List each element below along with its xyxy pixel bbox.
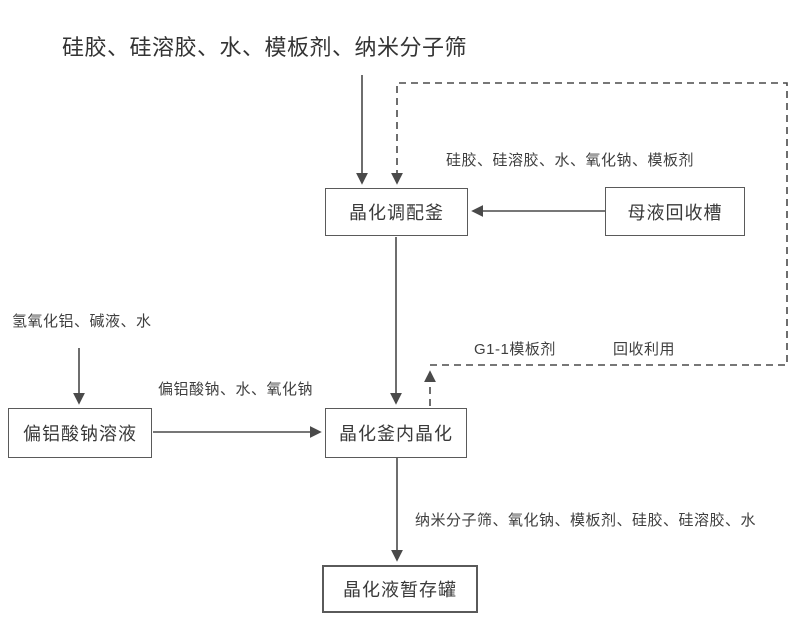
label-template-agent: G1-1模板剂 xyxy=(474,341,556,358)
node-blending-kettle: 晶化调配釜 xyxy=(325,188,468,236)
label-aluminate-stream: 偏铝酸钠、水、氧化钠 xyxy=(158,381,314,398)
label-output-stream: 纳米分子筛、氧化钠、模板剂、硅胶、硅溶胶、水 xyxy=(415,512,757,529)
label-recycle-stream: 硅胶、硅溶胶、水、氧化钠、模板剂 xyxy=(446,152,695,169)
node-sodium-aluminate-solution: 偏铝酸钠溶液 xyxy=(8,408,152,458)
node-mother-liquor-recovery-tank: 母液回收槽 xyxy=(605,187,745,236)
label-recycle-reuse: 回收利用 xyxy=(613,341,676,358)
node-crystallization-liquid-storage-tank: 晶化液暂存罐 xyxy=(322,565,478,613)
diagram-title: 硅胶、硅溶胶、水、模板剂、纳米分子筛 xyxy=(62,35,468,60)
node-crystallization-kettle: 晶化釜内晶化 xyxy=(325,408,467,458)
label-alkali-input: 氢氧化铝、碱液、水 xyxy=(12,313,152,330)
